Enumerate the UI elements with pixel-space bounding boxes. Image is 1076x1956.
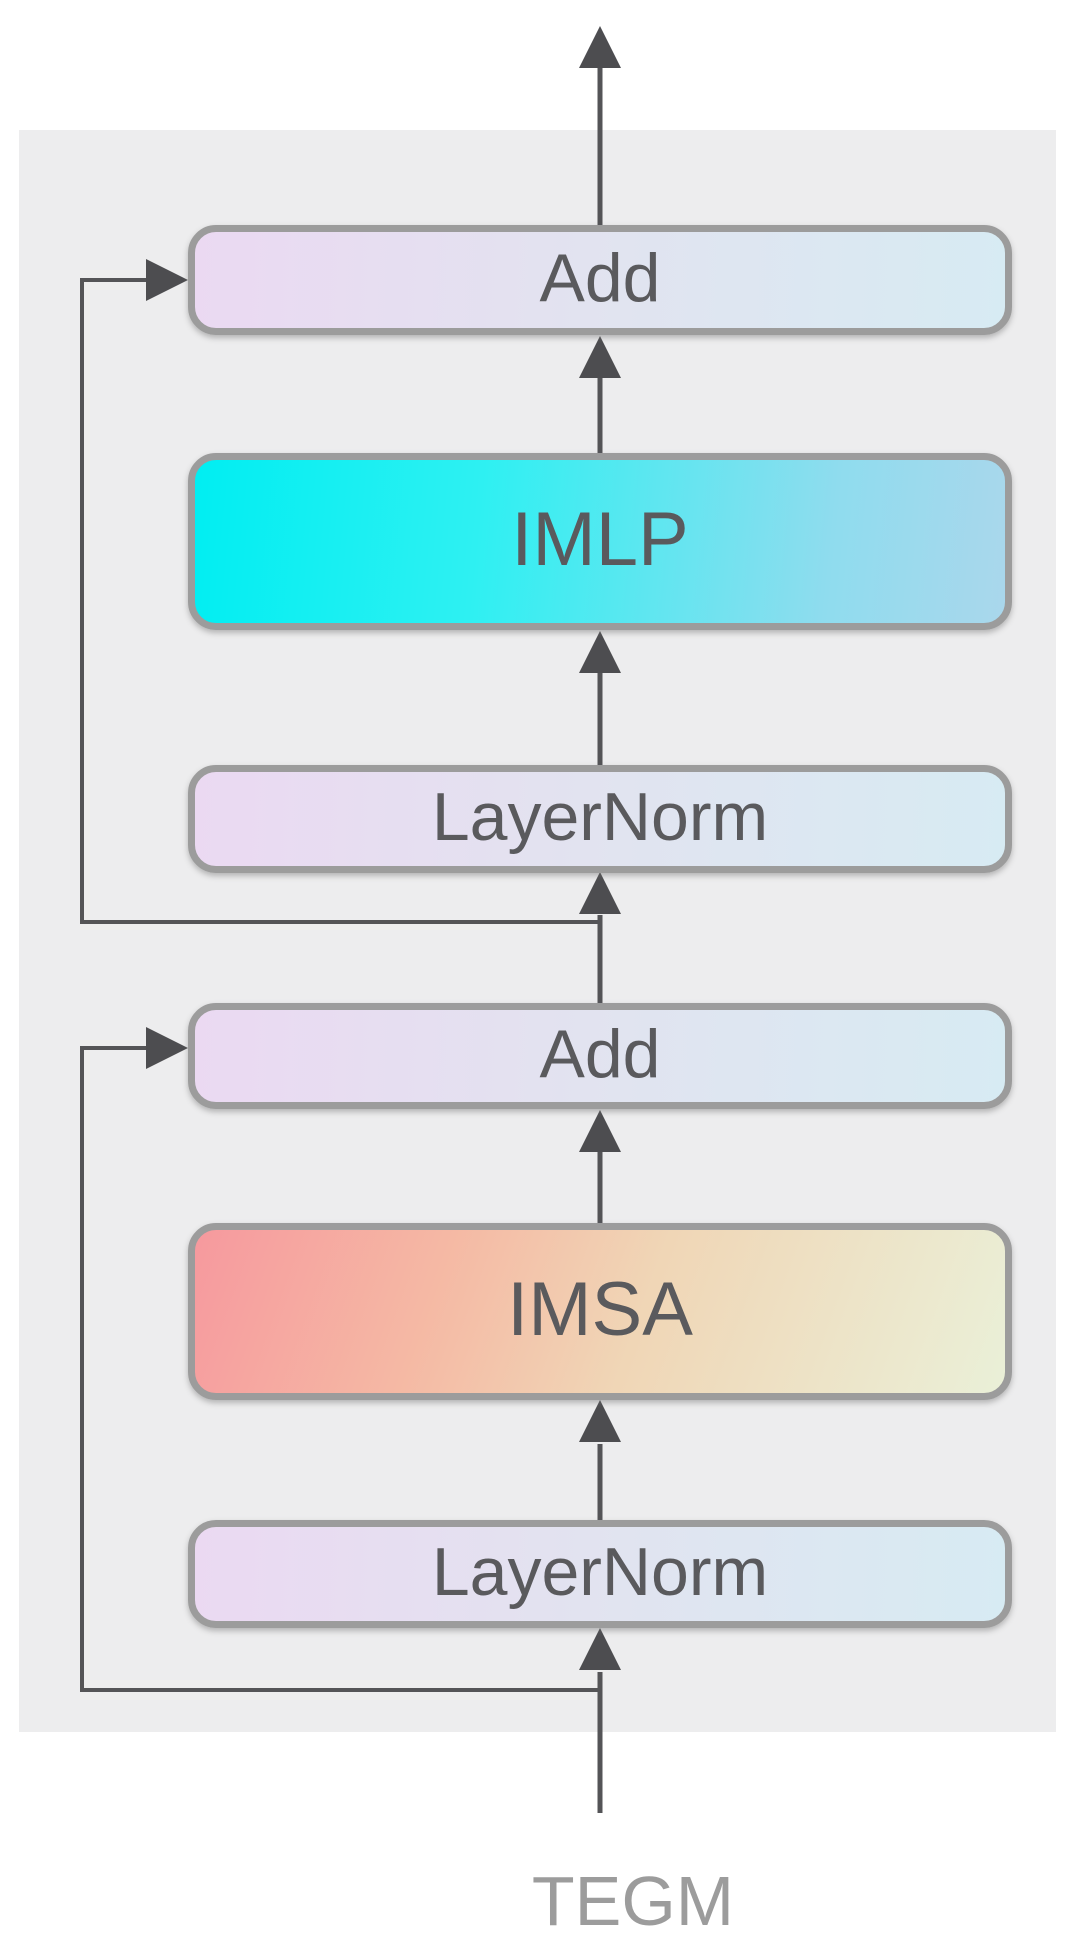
block-add-top: Add xyxy=(188,225,1012,335)
block-add-bottom-label: Add xyxy=(539,1016,661,1092)
arrow-output xyxy=(579,26,621,225)
block-imsa-label: IMSA xyxy=(507,1266,693,1352)
block-imsa: IMSA xyxy=(188,1223,1012,1400)
block-add-bottom: Add xyxy=(188,1003,1012,1109)
skip-connection-upper xyxy=(80,259,600,924)
input-label: TEGM xyxy=(531,1862,735,1940)
skip-connection-lower xyxy=(80,1027,600,1692)
block-imlp-label: IMLP xyxy=(511,496,689,582)
arrow-layernorm-to-imsa xyxy=(579,1400,621,1520)
arrow-imsa-to-add xyxy=(579,1110,621,1223)
block-imlp: IMLP xyxy=(188,453,1012,630)
arrow-input xyxy=(579,1628,621,1813)
arrow-layernorm-to-imlp xyxy=(579,631,621,765)
transformer-block-panel xyxy=(19,130,1056,1732)
block-layernorm-top: LayerNorm xyxy=(188,765,1012,873)
block-layernorm-bottom-label: LayerNorm xyxy=(431,1534,769,1610)
arrow-add-to-layernorm xyxy=(579,872,621,1003)
block-add-top-label: Add xyxy=(539,240,661,316)
block-layernorm-bottom: LayerNorm xyxy=(188,1520,1012,1628)
arrow-imlp-to-add xyxy=(579,336,621,453)
block-layernorm-top-label: LayerNorm xyxy=(431,779,769,855)
